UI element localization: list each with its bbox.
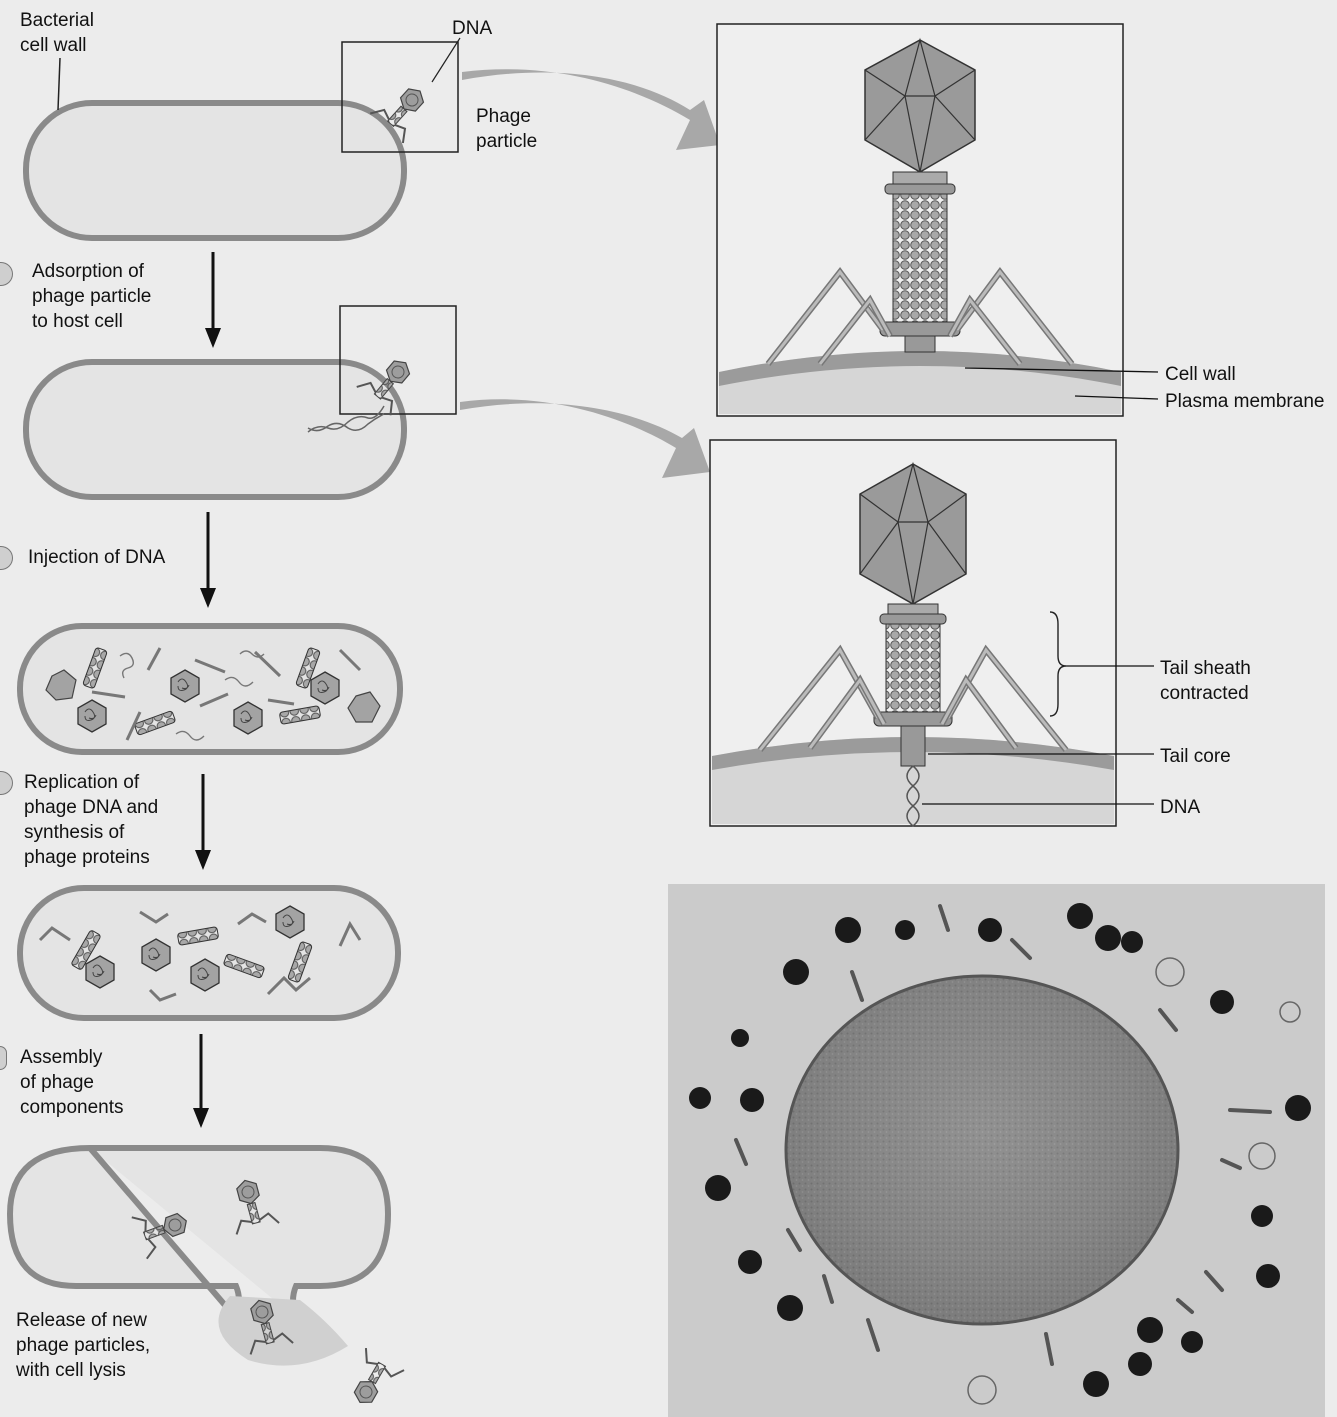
label-dna-right: DNA	[1160, 795, 1200, 820]
zoom-arrow-2	[460, 399, 710, 478]
detail-panel-adsorption	[717, 24, 1158, 416]
down-arrow-1	[205, 252, 221, 348]
label-phage-particle: Phage particle	[476, 104, 537, 154]
label-plasma-membrane: Plasma membrane	[1165, 389, 1337, 414]
cell-3	[20, 626, 400, 752]
down-arrow-4	[193, 1034, 209, 1128]
label-step-adsorption: Adsorption of phage particle to host cel…	[32, 259, 151, 334]
cell-1	[26, 38, 460, 238]
down-arrow-3	[195, 774, 211, 870]
label-tail-core: Tail core	[1160, 744, 1231, 769]
down-arrow-2	[200, 512, 216, 608]
label-step-assembly: Assembly of phage components	[20, 1045, 124, 1120]
detail-panel-injection	[710, 440, 1154, 826]
label-bacterial-cell-wall: Bacterial cell wall	[20, 8, 94, 58]
cell-4	[20, 888, 398, 1018]
label-cell-wall: Cell wall	[1165, 362, 1236, 387]
step-marker-4	[0, 1046, 7, 1070]
electron-micrograph	[668, 884, 1325, 1417]
label-dna-top: DNA	[452, 16, 492, 41]
label-tail-sheath: Tail sheath contracted	[1160, 656, 1251, 706]
label-step-injection: Injection of DNA	[28, 545, 165, 570]
label-step-replication: Replication of phage DNA and synthesis o…	[24, 770, 158, 870]
cell-2	[26, 306, 456, 497]
label-step-release: Release of new phage particles, with cel…	[16, 1308, 150, 1383]
